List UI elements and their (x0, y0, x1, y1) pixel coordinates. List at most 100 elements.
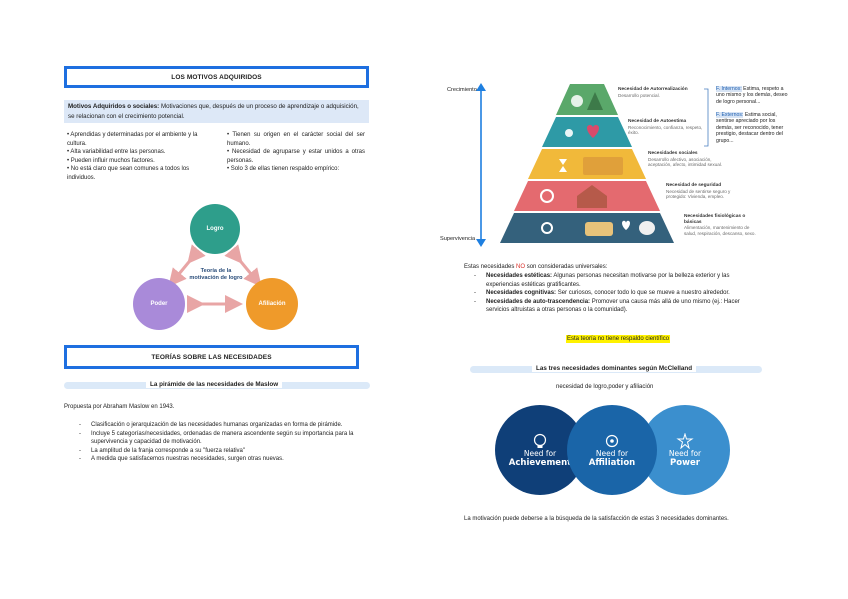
mcclelland-subhead: Las tres necesidades dominantes según Mc… (532, 365, 697, 372)
not-universal-heading: Estas necesidades NO son consideradas un… (464, 263, 607, 272)
factores-externos: F. Externos: Estima social, sentirse apr… (716, 112, 788, 144)
factores-internos: F. Internos: Estima, respeto a uno mismo… (716, 86, 788, 105)
person-icon (571, 95, 583, 107)
need-term: Necesidades cognitivas: (486, 290, 557, 297)
extra-needs-list: Necesidades estéticas: Algunas personas … (474, 272, 760, 315)
house-icon (577, 185, 607, 208)
list-item: • Tienen su origen en el carácter social… (227, 132, 365, 147)
definition-box: Motivos Adquiridos o sociales: Motivacio… (64, 100, 369, 123)
need-line1: Need for (668, 448, 702, 458)
heading-part: son consideradas universales: (525, 264, 608, 270)
need-line2: Power (670, 457, 700, 468)
tier-desc: Alimentación, mantenimiento de salud, re… (684, 225, 756, 236)
circle-poder: Poder (133, 278, 185, 330)
tier-desc: Reconocimiento, confianza, respeto, éxit… (628, 124, 703, 136)
need-affiliation: Need for Affiliation (567, 405, 657, 495)
motivation-diagram: Logro Poder Afiliación Teoría de la moti… (130, 200, 300, 332)
proposed-text: Propuesta por Abraham Maslow en 1943. (64, 404, 175, 410)
lungs-icon (639, 221, 655, 235)
section-title-teorias: TEORÍAS SOBRE LAS NECESIDADES (64, 345, 359, 369)
circle-afiliacion: Afiliación (246, 278, 298, 330)
list-item: Incluye 5 categorías/necesidades, ordena… (79, 430, 370, 447)
definition-term: Motivos Adquiridos o sociales: (68, 103, 160, 110)
section-title-text: LOS MOTIVOS ADQUIRIDOS (171, 73, 262, 81)
highlight-note: Esta teoría no tiene respaldo científico (566, 335, 671, 343)
mountain-icon (587, 92, 603, 110)
heart-icon (587, 125, 599, 138)
burst-icon (676, 432, 694, 449)
externos-text: Estima social, sentirse apreciado por lo… (716, 112, 784, 144)
section-title-text: TEORÍAS SOBRE LAS NECESIDADES (151, 353, 272, 361)
list-item: • Alta variabilidad entre las personas. (67, 149, 166, 156)
heading-part: Estas necesidades (464, 264, 517, 270)
diagram-center-label: Teoría de la motivación de logro (189, 268, 243, 281)
list-item: • Solo 3 de ellas tienen respaldo empíri… (227, 166, 340, 173)
arrow-logro-poder (168, 244, 206, 287)
tier-desc: Necesidad de sentirse seguro y protegido… (666, 188, 731, 200)
target-icon (540, 189, 554, 203)
internos-label: F. Internos: (716, 86, 742, 92)
tier-desc: Desarrollo potencial. (618, 92, 660, 98)
maslow-point-list: Clasificación o jerarquización de las ne… (79, 421, 370, 464)
tier-autorrealizacion (556, 84, 618, 115)
tier-autoestima (542, 117, 632, 147)
growth-axis-arrow (476, 83, 486, 247)
tier-title: Necesidades sociales (648, 151, 698, 156)
need-line1: Need for (523, 448, 557, 458)
circle-label: Logro (206, 226, 224, 232)
network-icon (605, 434, 619, 447)
need-term: Necesidades estéticas: (486, 273, 553, 279)
lightbulb-icon (533, 433, 547, 448)
tier-title: Necesidad de Autorrealización (618, 87, 688, 92)
list-item: Necesidades cognitivas: Ser curiosos, co… (474, 289, 760, 298)
factors-bracket (704, 88, 709, 147)
circle-label: Poder (150, 301, 168, 307)
people-icon (583, 157, 623, 175)
axis-bottom-label: Supervivencia (440, 236, 476, 242)
axis-top-label: Crecimiento (447, 87, 477, 93)
list-item: La amplitud de la franja corresponde a s… (79, 447, 370, 456)
list-item: Necesidades estéticas: Algunas personas … (474, 272, 760, 289)
need-line2: Affiliation (588, 457, 636, 468)
list-item: • No está claro que sean comunes a todos… (67, 166, 190, 181)
bullet-list-left: • Aprendidas y determinadas por el ambie… (67, 131, 215, 183)
circle-label: Afiliación (258, 301, 286, 307)
maslow-subhead: La pirámide de las necesidades de Maslow (146, 381, 283, 388)
internos-text: Estima, respeto a uno mismo y los demás,… (716, 86, 788, 105)
section-title-motivos: LOS MOTIVOS ADQUIRIDOS (64, 66, 369, 88)
bullet-list-right: • Tienen su origen en el carácter social… (227, 131, 365, 174)
definition-text: Motivaciones que, después de un proceso … (68, 103, 359, 120)
need-line1: Need for (595, 448, 629, 458)
need-text: Algunas personas necesitan motivarse por… (486, 273, 730, 288)
list-item: A medida que satisfacemos nuestras neces… (79, 455, 370, 464)
health-heart-icon (622, 220, 630, 230)
list-item: • Aprendidas y determinadas por el ambie… (67, 132, 198, 147)
circle-logro: Logro (190, 204, 240, 254)
diagram-arrows (168, 244, 262, 313)
list-item: • Necesidad de agruparse y estar unidos … (227, 149, 365, 164)
need-text: Ser curiosos, conocer todo lo que se mue… (556, 290, 730, 297)
tier-title: Necesidades fisiológicas o básicas (684, 214, 746, 225)
need-term: Necesidades de auto-trascendencia: (486, 298, 591, 305)
need-line2: Achievement (508, 457, 572, 468)
footer-text: La motivación puede deberse a la búsqued… (464, 516, 729, 522)
food-icon (585, 222, 613, 236)
heading-no: NO (516, 264, 526, 270)
star-icon (565, 129, 573, 137)
maslow-pyramid (500, 84, 674, 243)
tier-title: Necesidad de Autoestima (628, 119, 687, 124)
tier-title: Necesidad de seguridad (666, 183, 722, 188)
tier-desc: Desarrollo afectivo, asociación, aceptac… (648, 156, 723, 168)
gear-icon (541, 222, 553, 234)
mc-subtitle: necesidad de logro,poder y afiliación (556, 384, 654, 390)
hourglass-icon (559, 159, 567, 172)
need-text: Promover una causa más allá de uno mismo… (486, 298, 740, 314)
list-item: Clasificación o jerarquización de las ne… (79, 421, 370, 430)
arrow-logro-afiliacion (224, 244, 262, 287)
list-item: • Pueden influir muchos factores. (67, 157, 155, 164)
